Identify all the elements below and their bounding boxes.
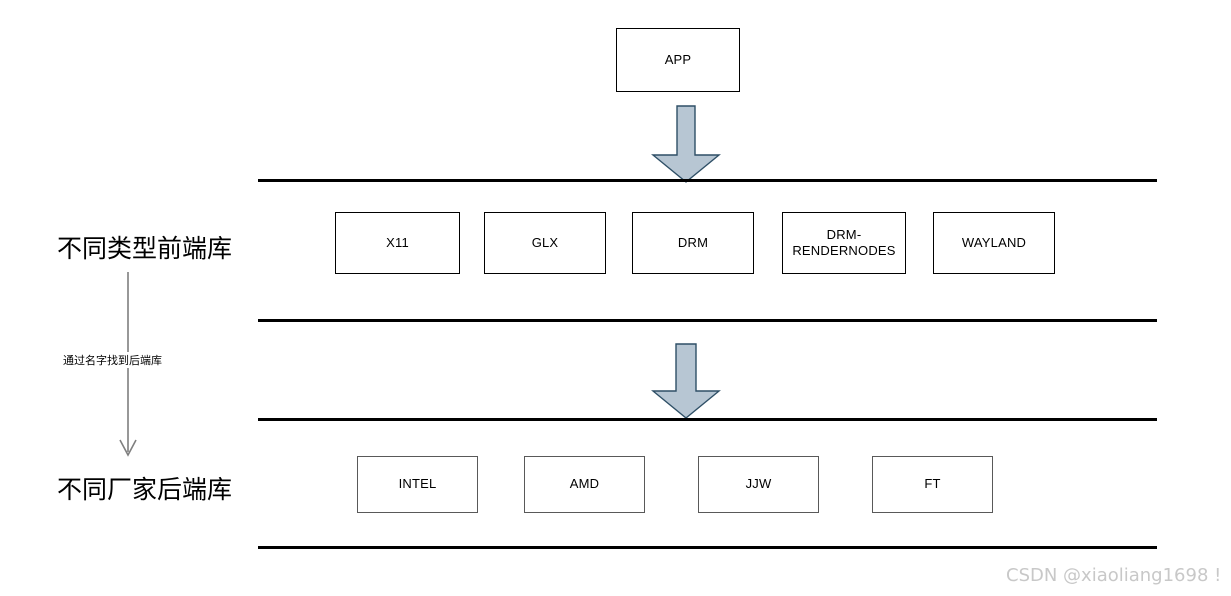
backend-box-jjw: JJW bbox=[698, 456, 819, 513]
frontend-box-glx: GLX bbox=[484, 212, 606, 274]
app-to-frontend-arrow bbox=[651, 105, 721, 183]
frontend-to-backend-arrow bbox=[650, 343, 722, 419]
frontend-box-drm-rendernodes: DRM- RENDERNODES bbox=[782, 212, 906, 274]
divider-line-3 bbox=[258, 418, 1157, 421]
app-box-label: APP bbox=[664, 51, 692, 67]
divider-line-4 bbox=[258, 546, 1157, 549]
frontend-box-wayland-label: WAYLAND bbox=[961, 234, 1027, 250]
backend-box-intel: INTEL bbox=[357, 456, 478, 513]
frontend-box-drm-label: DRM bbox=[677, 234, 709, 250]
app-box: APP bbox=[616, 28, 740, 92]
backend-box-intel-label: INTEL bbox=[398, 476, 437, 492]
frontend-box-x11: X11 bbox=[335, 212, 460, 274]
frontend-box-x11-label: X11 bbox=[386, 234, 409, 250]
csdn-watermark: CSDN @xiaoliang1698 ! bbox=[1006, 565, 1222, 586]
backend-box-jjw-label: JJW bbox=[745, 476, 772, 492]
connector-annotation-label: 通过名字找到后端库 bbox=[62, 352, 163, 368]
frontend-box-drm-rendernodes-label: DRM- RENDERNODES bbox=[792, 226, 896, 258]
backend-section-label: 不同厂家后端库 bbox=[57, 475, 233, 504]
backend-box-amd: AMD bbox=[524, 456, 645, 513]
backend-box-ft-label: FT bbox=[924, 476, 941, 492]
frontend-box-wayland: WAYLAND bbox=[933, 212, 1055, 274]
backend-box-amd-label: AMD bbox=[569, 476, 600, 492]
frontend-box-glx-label: GLX bbox=[531, 234, 559, 250]
divider-line-1 bbox=[258, 179, 1157, 182]
frontend-box-drm: DRM bbox=[632, 212, 754, 274]
frontend-section-label: 不同类型前端库 bbox=[57, 234, 233, 263]
divider-line-2 bbox=[258, 319, 1157, 322]
backend-box-ft: FT bbox=[872, 456, 993, 513]
